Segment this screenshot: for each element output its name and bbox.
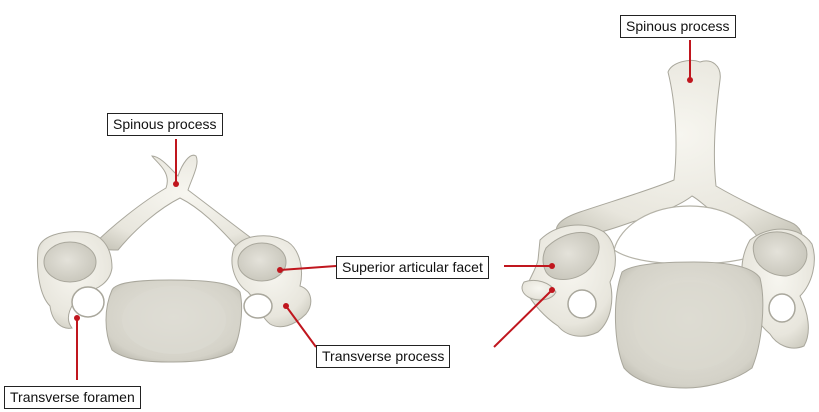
left-superior-facet-right <box>238 243 286 281</box>
label-transverse-foramen: Transverse foramen <box>4 386 141 409</box>
left-body-surface <box>122 286 226 354</box>
leader-dot <box>687 77 693 83</box>
leader-dot <box>173 181 179 187</box>
left-transverse-foramen-left <box>72 287 104 317</box>
left-transverse-foramen-right <box>244 294 272 318</box>
right-transverse-foramen-left <box>568 290 596 318</box>
label-superior-articular-facet: Superior articular facet <box>336 256 489 279</box>
right-body-surface <box>634 282 746 370</box>
leader-dot <box>549 263 555 269</box>
leader-dot <box>549 287 555 293</box>
right-vertebra <box>522 60 814 388</box>
label-transverse-process: Transverse process <box>316 345 450 368</box>
left-superior-facet-left <box>44 242 96 282</box>
leader-dot <box>283 303 289 309</box>
leader-dot <box>74 315 80 321</box>
right-transverse-foramen-right <box>769 294 795 322</box>
label-spinous-process-right: Spinous process <box>620 15 736 38</box>
label-spinous-process-left: Spinous process <box>107 113 223 136</box>
leader-transverse-right <box>494 290 552 347</box>
leader-dot <box>277 267 283 273</box>
